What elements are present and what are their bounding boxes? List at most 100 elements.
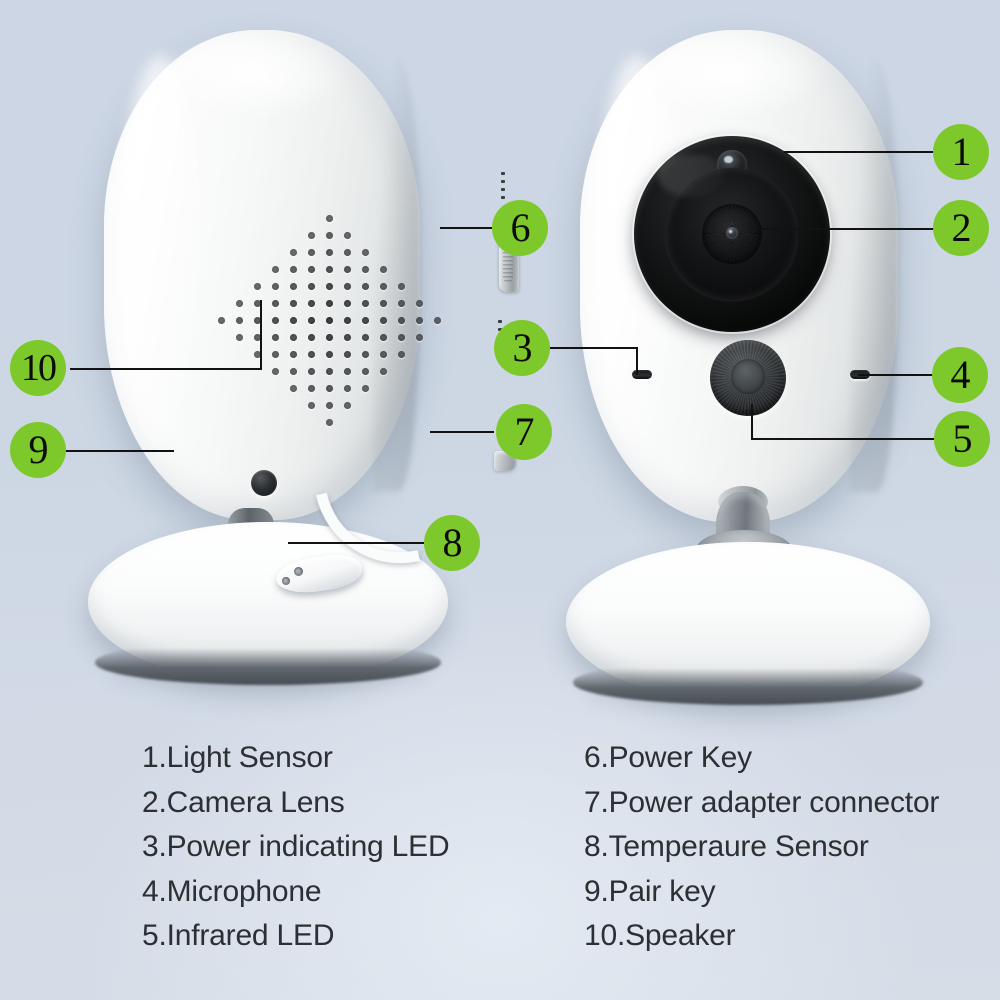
speaker-hole	[272, 317, 279, 324]
body-highlight-top	[630, 42, 829, 122]
callout-badge-10[interactable]: 10	[10, 340, 66, 396]
speaker-hole	[290, 300, 297, 307]
speaker-hole	[290, 351, 297, 358]
speaker-hole	[380, 351, 387, 358]
callout-badge-9[interactable]: 9	[10, 422, 66, 478]
speaker-hole	[236, 334, 243, 341]
speaker-hole	[272, 300, 279, 307]
stand-base-rear	[88, 522, 448, 686]
speaker-hole	[362, 351, 369, 358]
infrared-led	[710, 340, 786, 416]
callout-badge-7[interactable]: 7	[496, 404, 552, 460]
speaker-hole	[254, 334, 261, 341]
callout-badge-5[interactable]: 5	[934, 411, 990, 467]
speaker-hole	[362, 249, 369, 256]
speaker-hole	[434, 317, 441, 324]
speaker-hole	[344, 317, 351, 324]
legend-item-7: 7.Power adapter connector	[584, 785, 940, 819]
legend-column-right: 6.Power Key 7.Power adapter connector 8.…	[584, 742, 984, 1000]
speaker-hole	[326, 385, 333, 392]
vent-holes-top	[501, 172, 505, 199]
legend-item-2: 2.Camera Lens	[142, 785, 345, 819]
body-edge-shadow	[850, 59, 898, 493]
speaker-hole	[344, 249, 351, 256]
speaker-hole	[326, 368, 333, 375]
speaker-hole	[362, 266, 369, 273]
speaker-hole	[272, 283, 279, 290]
leader-line-10-horizontal	[70, 368, 262, 370]
callout-badge-4[interactable]: 4	[932, 347, 988, 403]
leader-line-6	[440, 227, 492, 229]
legend-item-1: 1.Light Sensor	[142, 741, 333, 774]
speaker-hole	[308, 249, 315, 256]
leader-line-4	[858, 374, 936, 376]
speaker-hole	[344, 266, 351, 273]
speaker-hole	[308, 266, 315, 273]
camera-unit-front-view	[558, 30, 930, 724]
speaker-hole	[254, 317, 261, 324]
stand-base-rim	[95, 640, 441, 686]
speaker-hole	[380, 266, 387, 273]
speaker-hole	[308, 283, 315, 290]
speaker-hole	[326, 266, 333, 273]
speaker-hole	[326, 232, 333, 239]
camera-module	[634, 136, 830, 332]
leader-line-3-vertical	[636, 347, 638, 375]
callout-badge-3[interactable]: 3	[494, 320, 550, 376]
speaker-hole	[398, 317, 405, 324]
leader-line-1	[784, 151, 936, 153]
speaker-hole	[254, 300, 261, 307]
speaker-hole	[380, 317, 387, 324]
callout-badge-6[interactable]: 6	[492, 200, 548, 256]
leader-line-2	[762, 228, 936, 230]
legend-item-9: 9.Pair key	[584, 874, 716, 908]
speaker-hole	[272, 351, 279, 358]
leader-line-3-horizontal	[550, 347, 638, 349]
speaker-hole	[290, 385, 297, 392]
speaker-hole	[380, 368, 387, 375]
speaker-hole	[398, 283, 405, 290]
speaker-hole	[344, 283, 351, 290]
callout-badge-8[interactable]: 8	[424, 515, 480, 571]
speaker-hole	[326, 351, 333, 358]
speaker-hole	[344, 300, 351, 307]
speaker-hole	[308, 232, 315, 239]
speaker-hole	[272, 368, 279, 375]
speaker-hole	[290, 249, 297, 256]
callout-badge-1[interactable]: 1	[933, 124, 989, 180]
speaker-hole	[236, 317, 243, 324]
speaker-hole	[326, 334, 333, 341]
speaker-hole	[272, 334, 279, 341]
leader-line-8	[288, 542, 424, 544]
parts-legend: 1.Light Sensor 2.Camera Lens 3.Power ind…	[0, 742, 1000, 1000]
speaker-hole	[362, 385, 369, 392]
speaker-hole	[326, 283, 333, 290]
speaker-hole	[380, 300, 387, 307]
speaker-hole	[362, 283, 369, 290]
speaker-hole	[290, 317, 297, 324]
power-indicating-led	[632, 370, 652, 379]
speaker-hole	[218, 317, 225, 324]
speaker-hole	[362, 334, 369, 341]
speaker-hole	[308, 317, 315, 324]
speaker-hole	[398, 300, 405, 307]
speaker-hole	[254, 351, 261, 358]
speaker-hole	[236, 300, 243, 307]
speaker-hole	[308, 334, 315, 341]
leader-line-9	[66, 450, 174, 452]
speaker-hole	[326, 419, 333, 426]
speaker-hole	[308, 368, 315, 375]
leader-line-5-vertical	[751, 404, 753, 439]
legend-item-8: 8.Temperaure Sensor	[584, 830, 869, 863]
speaker-hole	[362, 368, 369, 375]
speaker-hole	[290, 283, 297, 290]
callout-badge-2[interactable]: 2	[933, 200, 989, 256]
pair-key-button[interactable]	[251, 470, 277, 496]
speaker-hole	[344, 334, 351, 341]
speaker-hole	[398, 334, 405, 341]
speaker-hole	[290, 334, 297, 341]
speaker-hole	[380, 334, 387, 341]
legend-item-4: 4.Microphone	[142, 874, 322, 908]
speaker-hole	[398, 351, 405, 358]
